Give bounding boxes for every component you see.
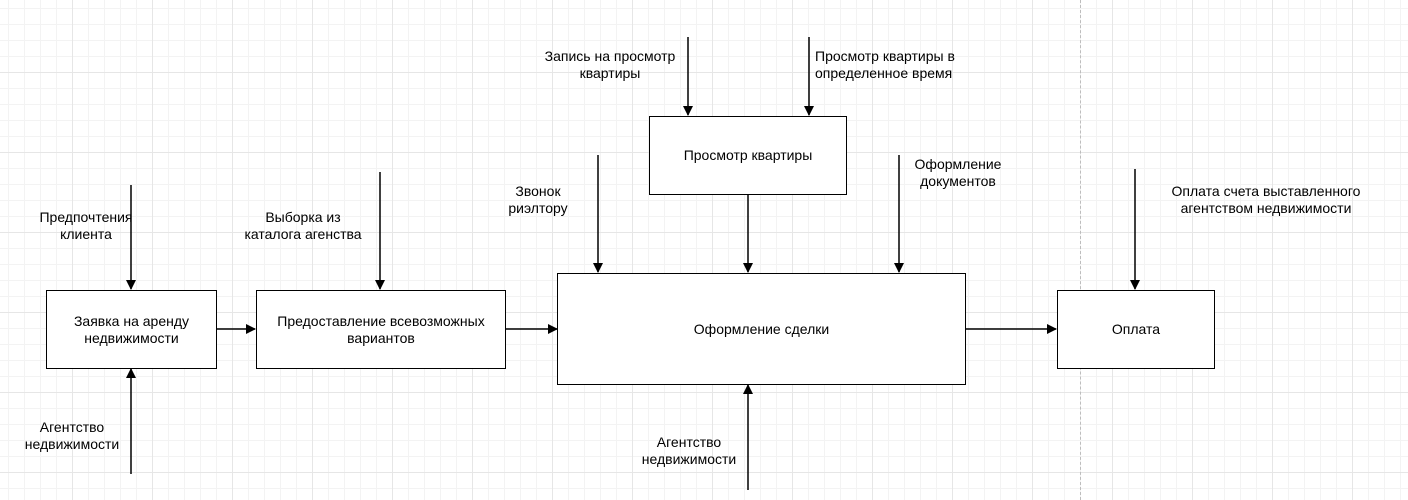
payment-box[interactable]: Оплата [1057, 290, 1215, 369]
payment-box-label: Оплата [1111, 321, 1161, 337]
options-box-label: Предоставление всевозможных вариантов [277, 312, 485, 346]
label-catalog: Выборка из каталога агенства [244, 209, 362, 242]
label-call-realtor: Звонок риэлтору [508, 183, 568, 216]
options-box[interactable]: Предоставление всевозможных вариантов [256, 290, 506, 369]
label-agency-left: Агентство недвижимости [24, 419, 120, 452]
label-invoice-payment: Оплата счета выставленного агентством не… [1171, 183, 1361, 216]
deal-box[interactable]: Оформление сделки [557, 273, 966, 385]
label-agency-bottom: Агентство недвижимости [641, 434, 737, 467]
label-viewing-time: Просмотр квартиры в определенное время [815, 48, 955, 81]
deal-box-label: Оформление сделки [693, 320, 830, 337]
viewing-box[interactable]: Просмотр квартиры [649, 116, 847, 195]
request-box[interactable]: Заявка на аренду недвижимости [46, 290, 217, 369]
label-signup-viewing: Запись на просмотр квартиры [544, 48, 676, 81]
request-box-label: Заявка на аренду недвижимости [73, 312, 190, 346]
viewing-box-label: Просмотр квартиры [683, 147, 813, 163]
label-documents: Оформление документов [914, 156, 1002, 189]
label-client-prefs: Предпочтения клиента [39, 209, 133, 242]
page-boundary [1080, 0, 1081, 500]
